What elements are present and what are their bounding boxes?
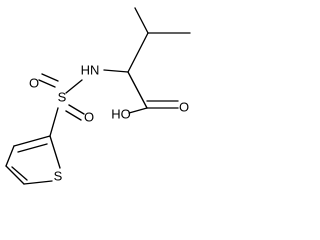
bond-nh-to-alpha <box>103 69 129 73</box>
nh-label: HN <box>81 62 100 77</box>
bond-carboxyl-to-oh <box>128 107 148 114</box>
bond-s-o-upper-a <box>38 79 56 88</box>
bond-ring-c3-c2 <box>13 135 51 147</box>
thiophene-sulfur-label: S <box>54 168 63 183</box>
chemical-structure: HN S O O S HO O <box>5 7 191 185</box>
bond-ring-double-c2-c3 <box>17 143 48 153</box>
bond-s-o-upper-b <box>41 73 59 82</box>
bond-isopropyl-to-alpha <box>127 32 149 73</box>
bond-ring-s1-c5 <box>23 180 53 185</box>
hydroxyl-label: HO <box>111 106 131 121</box>
bond-ring-c5-c4 <box>5 165 25 185</box>
bond-alpha-to-carboxyl <box>127 71 148 109</box>
carbonyl-oxygen-label: O <box>179 99 189 114</box>
bond-ring-c2-s1 <box>49 135 61 169</box>
sulfonyl-oxygen-upper-label: O <box>29 75 39 90</box>
bond-ring-c4-c3 <box>5 145 15 167</box>
bond-n-to-sulfur <box>65 79 83 94</box>
sulfonyl-oxygen-lower-label: O <box>84 109 94 124</box>
structure-canvas: HN S O O S HO O <box>5 7 191 185</box>
bond-s-to-thiophene <box>49 107 59 137</box>
sulfonyl-sulfur-label: S <box>58 89 67 104</box>
bond-ring-double-c4-c5 <box>11 166 28 181</box>
bond-methyl-left <box>134 7 149 34</box>
bond-s-o-lower-a <box>68 104 85 115</box>
bond-s-o-lower-b <box>65 110 82 121</box>
